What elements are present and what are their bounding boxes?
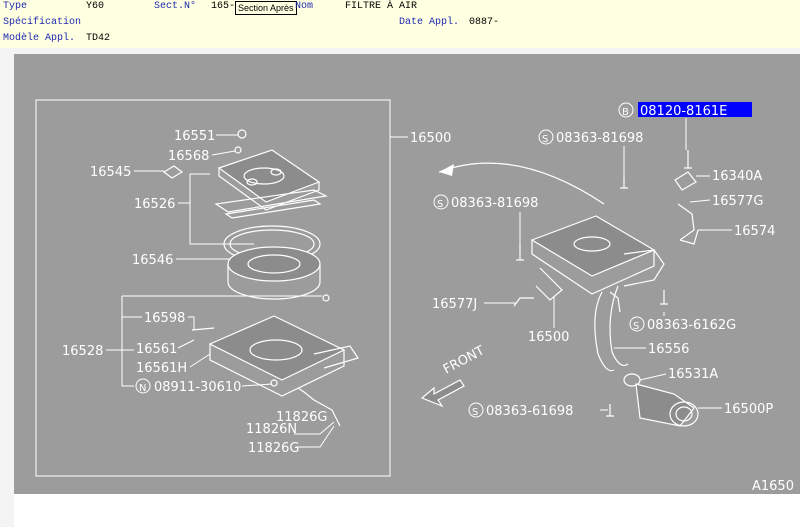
exploded-diagram[interactable]: 16500 16551 16568 16545 16526 16546 1659… [14, 54, 800, 494]
arrow-16500 [438, 162, 605, 205]
label-16528[interactable]: 16528 [62, 344, 103, 359]
label-11826n[interactable]: 11826N [246, 422, 297, 437]
circle-s-icon [538, 129, 554, 145]
svg-text:B: B [622, 107, 629, 118]
svg-text:S: S [633, 321, 639, 332]
bolt-08120 [684, 150, 692, 169]
label-08363-81698-b[interactable]: 08363-81698 [451, 196, 538, 211]
duct-16556 [594, 285, 629, 372]
modele-appl-value: TD42 [86, 33, 111, 44]
label-16561[interactable]: 16561 [136, 342, 177, 357]
nom-value: FILTRE À AIR [345, 1, 418, 12]
bottom-margin [14, 494, 800, 527]
label-16500p[interactable]: 16500P [724, 402, 773, 417]
svg-text:N: N [139, 383, 146, 394]
label-16546[interactable]: 16546 [132, 253, 173, 268]
bracket-16574 [677, 203, 699, 245]
left-margin [0, 54, 14, 527]
label-16598[interactable]: 16598 [144, 311, 185, 326]
diagram-canvas: 16500 16551 16568 16545 16526 16546 1659… [35, 99, 794, 494]
filter-element [227, 246, 321, 300]
sect-value: 165- [211, 1, 236, 12]
modele-appl-label: Modèle Appl. [3, 33, 76, 44]
diagram-code: A1650 [752, 479, 794, 494]
air-filter-cover [217, 149, 321, 211]
type-value: Y60 [86, 1, 105, 12]
parts-header: Type Y60 Sect.N° 165- Section Après Nom … [0, 0, 800, 48]
filter-housing [208, 315, 359, 397]
date-appl-value: 0887- [469, 17, 500, 28]
svg-text:FRONT: FRONT [441, 343, 487, 377]
label-16577g[interactable]: 16577G [712, 194, 763, 209]
header-separator [0, 48, 800, 54]
specification-label: Spécification [3, 17, 82, 28]
label-08911-30610[interactable]: 08911-30610 [154, 380, 241, 395]
gasket-strip [214, 189, 328, 213]
type-label: Type [3, 1, 28, 12]
label-16561h[interactable]: 16561H [136, 361, 187, 376]
label-11826g-b[interactable]: 11826G [248, 441, 299, 456]
label-16574[interactable]: 16574 [734, 224, 775, 239]
label-08363-61698-c[interactable]: 08363-61698 [486, 404, 573, 419]
pipe-16500p [635, 383, 699, 427]
label-08363-81698-a[interactable]: 08363-81698 [556, 131, 643, 146]
label-16545[interactable]: 16545 [90, 165, 131, 180]
svg-text:S: S [437, 199, 443, 210]
selected-part-highlight[interactable] [638, 102, 752, 117]
label-16500-mid[interactable]: 16500 [528, 330, 569, 345]
inset-frame [35, 99, 391, 477]
label-16551[interactable]: 16551 [174, 129, 215, 144]
svg-text:S: S [542, 134, 548, 145]
sect-label: Sect.N° [154, 1, 197, 12]
label-08363-6162g[interactable]: 08363-6162G [647, 318, 736, 333]
nom-label: Nom [295, 1, 314, 12]
label-11826g-a[interactable]: 11826G [276, 410, 327, 425]
label-16526[interactable]: 16526 [134, 197, 175, 212]
front-arrow: FRONT [420, 343, 487, 408]
svg-text:S: S [472, 407, 478, 418]
part-16340a [674, 171, 697, 191]
label-16568[interactable]: 16568 [168, 149, 209, 164]
circle-b-icon [618, 102, 634, 118]
section-apres-tooltip: Section Après [235, 1, 297, 15]
label-16577j[interactable]: 16577J [432, 297, 477, 312]
circle-n-icon [135, 378, 151, 394]
label-16531a[interactable]: 16531A [668, 367, 718, 382]
selected-part-number[interactable]: 08120-8161E [640, 104, 727, 119]
label-16500-top[interactable]: 16500 [410, 131, 451, 146]
assembled-air-cleaner [530, 215, 665, 301]
label-16556[interactable]: 16556 [648, 342, 689, 357]
label-16340a[interactable]: 16340A [712, 169, 762, 184]
clip-16551 [237, 129, 247, 139]
date-appl-label: Date Appl. [399, 17, 460, 28]
